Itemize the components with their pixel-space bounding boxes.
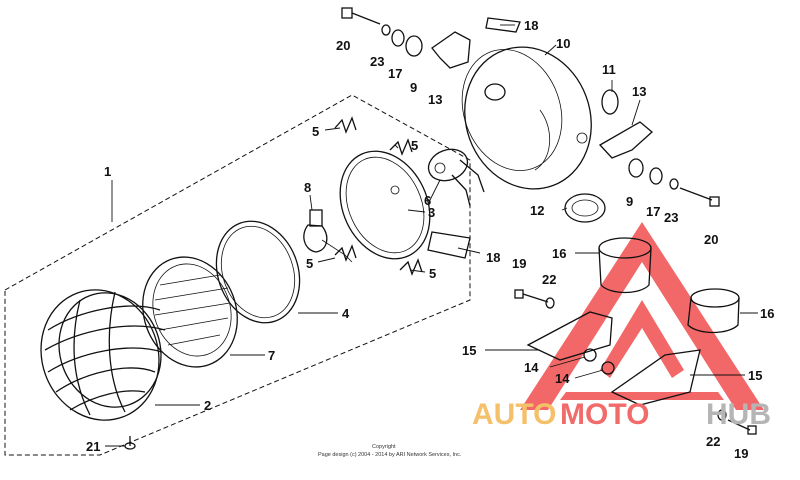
callout-14b: 14 <box>555 371 570 386</box>
callout-21: 21 <box>86 439 100 454</box>
part-stay-15-right <box>610 349 701 406</box>
part-grommet-17-right <box>649 167 663 185</box>
watermark-auto: AUTO <box>472 398 556 431</box>
part-headlight-case <box>461 46 592 190</box>
callout-17a: 17 <box>388 66 402 81</box>
part-grommet-12 <box>564 193 606 223</box>
callout-2: 2 <box>204 398 211 413</box>
callout-5d: 5 <box>429 266 436 281</box>
part-cover-16-right <box>687 288 740 334</box>
part-washer-23-right <box>669 178 679 190</box>
callout-5b: 5 <box>411 138 418 153</box>
callout-19a: 19 <box>512 256 526 271</box>
callout-15b: 15 <box>748 368 762 383</box>
part-collar-9-right <box>628 158 644 178</box>
part-headlight-lens <box>142 256 238 368</box>
callout-22b: 22 <box>706 434 720 449</box>
callout-9b: 9 <box>626 194 633 209</box>
assembly-1-outline <box>4 94 471 456</box>
part-bolt-20-top <box>341 7 381 25</box>
callout-16b: 16 <box>760 306 774 321</box>
copyright-line-2: Page design (c) 2004 - 2014 by ARI Netwo… <box>318 452 462 458</box>
callout-13a: 13 <box>428 92 442 107</box>
part-bulb-socket <box>427 148 485 207</box>
part-collar-9-top <box>405 35 423 57</box>
callout-9a: 9 <box>410 80 417 95</box>
part-bolt-20-right <box>679 187 720 207</box>
part-washer-22-right <box>717 409 727 421</box>
watermark-hub: HUB <box>706 398 771 431</box>
part-washer-22-left <box>545 297 555 309</box>
callout-15a: 15 <box>462 343 476 358</box>
callout-14a: 14 <box>524 360 539 375</box>
callout-23a: 23 <box>370 54 384 69</box>
callout-5c: 5 <box>306 256 313 271</box>
callout-19b: 19 <box>734 446 748 461</box>
part-washer-23-top <box>381 24 391 36</box>
callout-16a: 16 <box>552 246 566 261</box>
part-bolt-19-right <box>727 419 757 435</box>
part-springs <box>334 116 423 276</box>
callout-6: 6 <box>424 193 431 208</box>
callout-10: 10 <box>556 36 570 51</box>
callout-17b: 17 <box>646 204 660 219</box>
callout-22a: 22 <box>542 272 556 287</box>
part-collar-14-right <box>601 361 615 375</box>
callout-5a: 5 <box>312 124 319 139</box>
copyright-line-1: Copyright <box>372 444 396 450</box>
part-rim-ring <box>215 220 301 324</box>
part-stay-15-left <box>526 311 613 361</box>
part-mounting-ring <box>339 150 431 260</box>
part-collar-14-left <box>583 348 597 362</box>
watermark-moto: MOTO <box>560 398 649 431</box>
callout-labels: 1 2 3 4 5 5 5 5 6 7 8 9 9 10 11 12 13 13… <box>86 18 774 461</box>
callout-13b: 13 <box>632 84 646 99</box>
part-18-sticker-top <box>485 17 521 33</box>
part-headlight-guard <box>40 289 166 421</box>
part-grommet-17-top <box>391 29 405 47</box>
callout-3: 3 <box>428 205 435 220</box>
part-screw-21 <box>124 436 136 450</box>
callout-1: 1 <box>104 164 111 179</box>
part-bolt-19-left <box>514 289 549 303</box>
part-13-bracket-top <box>431 31 471 69</box>
part-grommet-11 <box>601 89 619 115</box>
callout-18a: 18 <box>524 18 538 33</box>
part-18-sticker-mid <box>427 231 471 259</box>
callout-11: 11 <box>602 62 616 77</box>
part-13-bracket-right <box>598 121 653 159</box>
part-cover-16-left <box>598 237 652 294</box>
watermark-text: AUTO MOTO HUB <box>472 398 771 431</box>
callout-23b: 23 <box>664 210 678 225</box>
leader-lines <box>105 24 758 447</box>
callout-12: 12 <box>530 203 544 218</box>
callout-18b: 18 <box>486 250 500 265</box>
callout-20a: 20 <box>336 38 350 53</box>
callout-20b: 20 <box>704 232 718 247</box>
callout-8: 8 <box>304 180 311 195</box>
callout-4: 4 <box>342 306 350 321</box>
callout-7: 7 <box>268 348 275 363</box>
